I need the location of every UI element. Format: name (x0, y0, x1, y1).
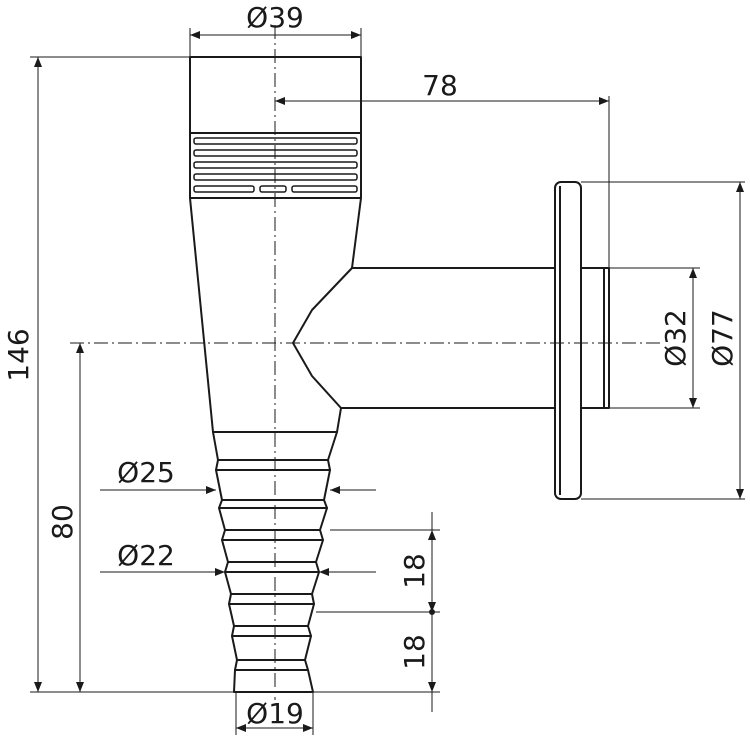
dim-32-label: Ø32 (659, 309, 692, 367)
dim-80-label: 80 (46, 504, 79, 540)
hose-rings (215, 459, 331, 693)
rear-spigot (580, 267, 610, 409)
arm-junction (292, 267, 353, 409)
dim-77-label: Ø77 (706, 309, 739, 367)
dimension-lines (34, 31, 744, 732)
dim-22-label: Ø22 (117, 539, 175, 572)
center-lines (70, 25, 660, 700)
dim-19-label: Ø19 (246, 697, 304, 730)
dim-18-lower-label: 18 (398, 634, 431, 670)
wall-flange (554, 181, 582, 500)
valve-body (189, 56, 610, 693)
main-body (189, 197, 556, 433)
dim-78-label: 78 (422, 69, 458, 102)
dim-39-label: Ø39 (246, 1, 304, 34)
dim-18-upper-label: 18 (398, 553, 431, 589)
extension-lines (30, 28, 745, 735)
dim-25-label: Ø25 (117, 456, 175, 489)
dim-146-label: 146 (2, 328, 35, 381)
